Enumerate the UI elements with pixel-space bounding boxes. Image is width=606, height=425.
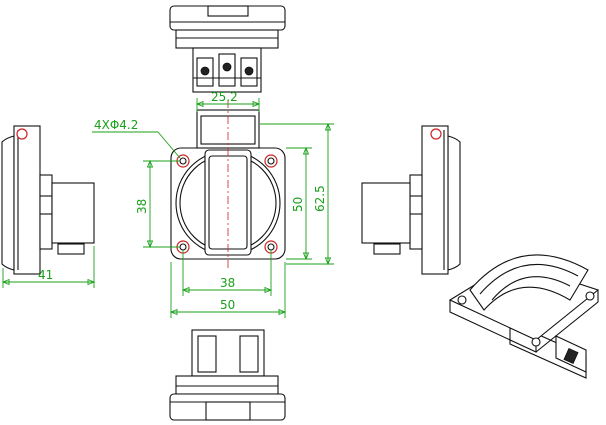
dim-flange-width: 50 xyxy=(220,298,235,312)
dim-flange-height: 50 xyxy=(291,197,305,212)
hole-callout: 4XΦ4.2 xyxy=(94,118,138,132)
front-view xyxy=(170,100,286,270)
dim-overall-height: 62.5 xyxy=(313,185,327,212)
left-side-view xyxy=(1,125,95,275)
dim-top-width: 25.2 xyxy=(211,90,238,104)
right-side-view xyxy=(361,125,461,275)
top-view xyxy=(169,5,286,93)
dimension-lines xyxy=(1,98,334,318)
dim-side-depth: 41 xyxy=(38,268,53,282)
isometric-view xyxy=(448,254,600,379)
dim-inner-height: 38 xyxy=(135,199,149,214)
bottom-view xyxy=(169,329,286,421)
dim-inner-width: 38 xyxy=(220,276,235,290)
